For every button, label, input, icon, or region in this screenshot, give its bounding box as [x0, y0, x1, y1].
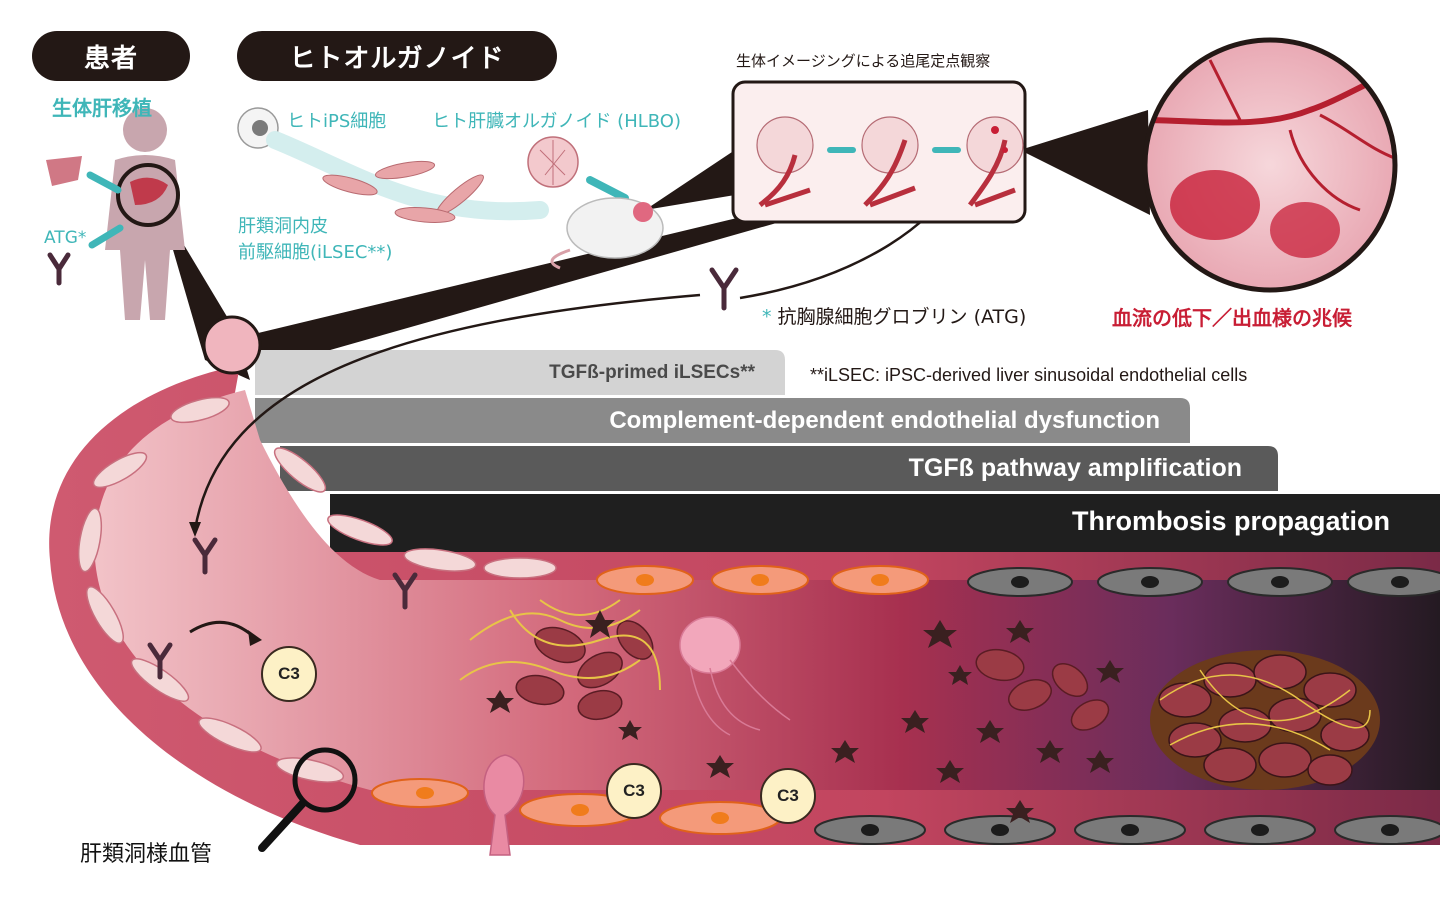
stage-band-1-label: TGFß-primed iLSECs**	[549, 361, 755, 383]
thrombus	[1150, 650, 1380, 790]
atg-note-asterisk: *	[762, 306, 772, 328]
ilsec-label-line1: 肝類洞内皮	[238, 216, 328, 237]
zoom-funnel-mouse	[645, 150, 735, 210]
imaging-organoids	[756, 116, 1024, 208]
dysfunctional-nuclei	[861, 576, 1409, 836]
activated-nuclei	[416, 574, 889, 824]
band-1-shape	[255, 350, 785, 395]
damaged-cell	[679, 616, 791, 736]
c3-molecule: C3	[760, 768, 816, 824]
imaging-title: 生体イメージングによる追尾定点観察	[736, 52, 991, 70]
transplant-label: 生体肝移植	[52, 96, 152, 120]
c3-molecule: C3	[606, 763, 662, 819]
c3-molecule: C3	[261, 646, 317, 702]
zoom-circle	[1142, 37, 1398, 293]
atg-note-text: 抗胸腺細胞グロブリン (ATG)	[777, 306, 1027, 328]
header-organoid: ヒトオルガノイド	[237, 31, 557, 81]
ips-label: ヒトiPS細胞	[287, 111, 387, 132]
stage-band-2-label: Complement-dependent endothelial dysfunc…	[609, 406, 1160, 434]
magnifier-icon	[258, 747, 358, 852]
stage-band-3-label: TGFß pathway amplification	[908, 454, 1242, 482]
atg-arrow-head	[189, 522, 201, 537]
band-2-shape	[255, 398, 1190, 443]
hlbo-label: ヒト肝臓オルガノイド (HLBO)	[432, 111, 681, 132]
band-3-shape	[280, 446, 1278, 491]
atg-note: * 抗胸腺細胞グロブリン (ATG)	[762, 302, 1026, 329]
patient-zoom-bead	[202, 315, 262, 375]
ilsec-label-line2: 前駆細胞(iLSEC**)	[238, 242, 393, 263]
organoid-pipeline	[237, 107, 664, 270]
atg-label: ATG*	[44, 228, 87, 248]
fibrin-strands	[459, 599, 661, 691]
stage-band-4-label: Thrombosis propagation	[1071, 506, 1390, 536]
red-blood-cells-mid	[515, 620, 1110, 731]
atg-arrow	[193, 293, 701, 531]
extruding-cell	[483, 754, 525, 856]
header-patient: 患者	[32, 31, 190, 81]
patient-figure	[46, 108, 185, 320]
platelets	[486, 610, 1124, 823]
antibodies	[47, 252, 739, 680]
footnote: **iLSEC: iPSC-derived liver sinusoidal e…	[810, 365, 1248, 385]
outcome-label: 血流の低下／出血様の兆候	[1112, 306, 1352, 330]
endothelial-lining-healthy	[77, 396, 557, 783]
vessel-label: 肝類洞様血管	[80, 842, 213, 867]
band-4-shape	[330, 494, 1440, 552]
zoom-funnel-imaging	[1020, 110, 1150, 215]
